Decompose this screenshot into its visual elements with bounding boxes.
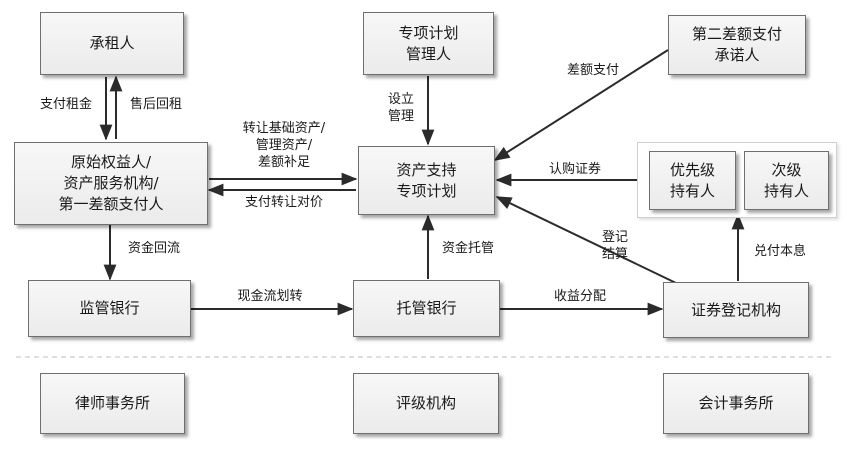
node-lessee: 承租人 xyxy=(40,12,184,75)
label-register-settle: 登记 结算 xyxy=(601,230,628,262)
label-establish-manage: 设立 管理 xyxy=(387,92,414,124)
arrow-register-settle xyxy=(495,196,677,284)
label-pay-principal-interest: 兑付本息 xyxy=(753,244,806,259)
label-fund-custody: 资金托管 xyxy=(441,241,494,256)
node-second-diff-guarantor: 第二差额支付 承诺人 xyxy=(668,15,806,75)
label-pay-consideration: 支付转让对价 xyxy=(244,195,323,210)
node-subordinate-holder: 次级 持有人 xyxy=(744,151,829,210)
node-law-firm: 律师事务所 xyxy=(40,373,185,434)
node-special-plan-manager: 专项计划 管理人 xyxy=(363,12,494,75)
label-subscribe: 认购证券 xyxy=(548,162,601,177)
label-pay-rent: 支付租金 xyxy=(39,97,92,112)
label-cash-transfer: 现金流划转 xyxy=(237,289,303,304)
label-income-distribution: 收益分配 xyxy=(553,289,606,304)
label-diff-payment: 差额支付 xyxy=(566,63,619,78)
node-originator: 原始权益人/ 资产服务机构/ 第一差额支付人 xyxy=(14,142,208,225)
node-custodian-bank: 托管银行 xyxy=(353,280,500,337)
node-supervising-bank: 监管银行 xyxy=(28,280,191,337)
node-securities-registry: 证券登记机构 xyxy=(663,282,809,338)
label-fund-return: 资金回流 xyxy=(127,241,180,256)
node-accounting-firm: 会计事务所 xyxy=(663,373,809,434)
label-leaseback: 售后回租 xyxy=(129,97,182,112)
node-priority-holder: 优先级 持有人 xyxy=(649,151,736,210)
node-rating-agency: 评级机构 xyxy=(353,373,499,434)
node-abs-plan: 资产支持 专项计划 xyxy=(358,146,495,215)
arrow-diff-payment xyxy=(493,49,669,161)
label-transfer-assets: 转让基础资产/ 管理资产/ 差额补足 xyxy=(242,121,326,170)
